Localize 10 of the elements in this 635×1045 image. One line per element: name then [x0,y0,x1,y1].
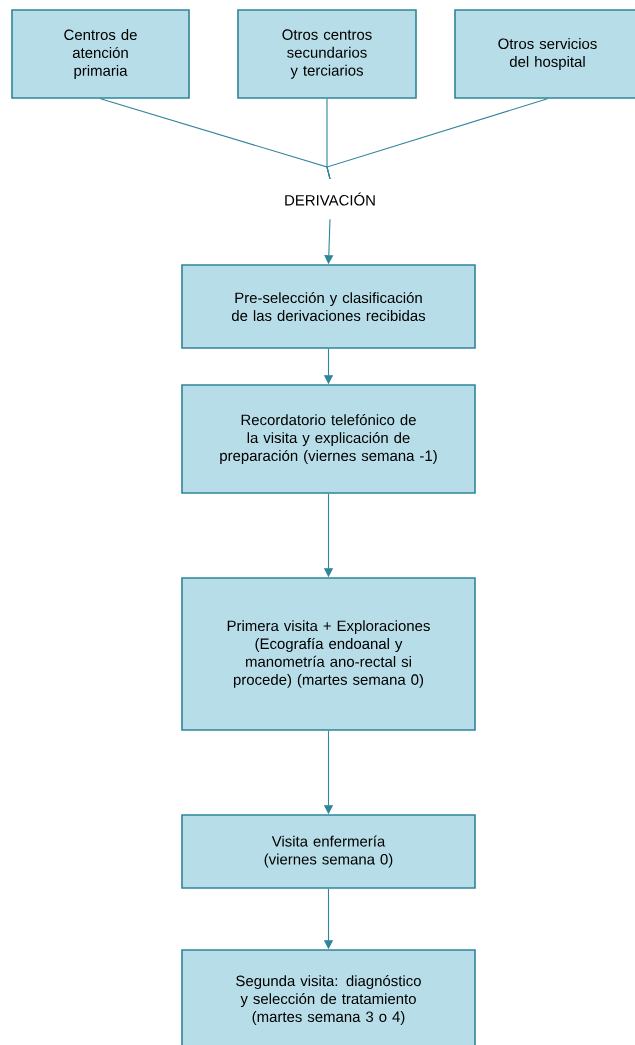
step-label: DERIVACIÓN [285,192,375,206]
process-box: Pre-selección y clasificación de las derivaciones recibidas [181,264,476,349]
process-box: Segunda visita: diagnóstico y selección de tratamiento (martes semana 3 o 4) [181,949,476,1045]
process-box: Visita enfermería (viernes semana 0) [181,814,476,889]
process-box: Otros servicios del hospital [454,9,635,99]
process-box: Recordatorio telefónico de la visita y explicación de preparación (viernes semana -1) [181,384,476,494]
connector-line [326,98,549,180]
process-box: Otros centros secundarios y terciarios [237,9,417,99]
process-box: Primera visita + Exploraciones (Ecografía endoanal y manometría ano-rectal si procede) (martes semana 0) [181,577,476,731]
process-box: Centros de atención primaria [11,9,190,99]
